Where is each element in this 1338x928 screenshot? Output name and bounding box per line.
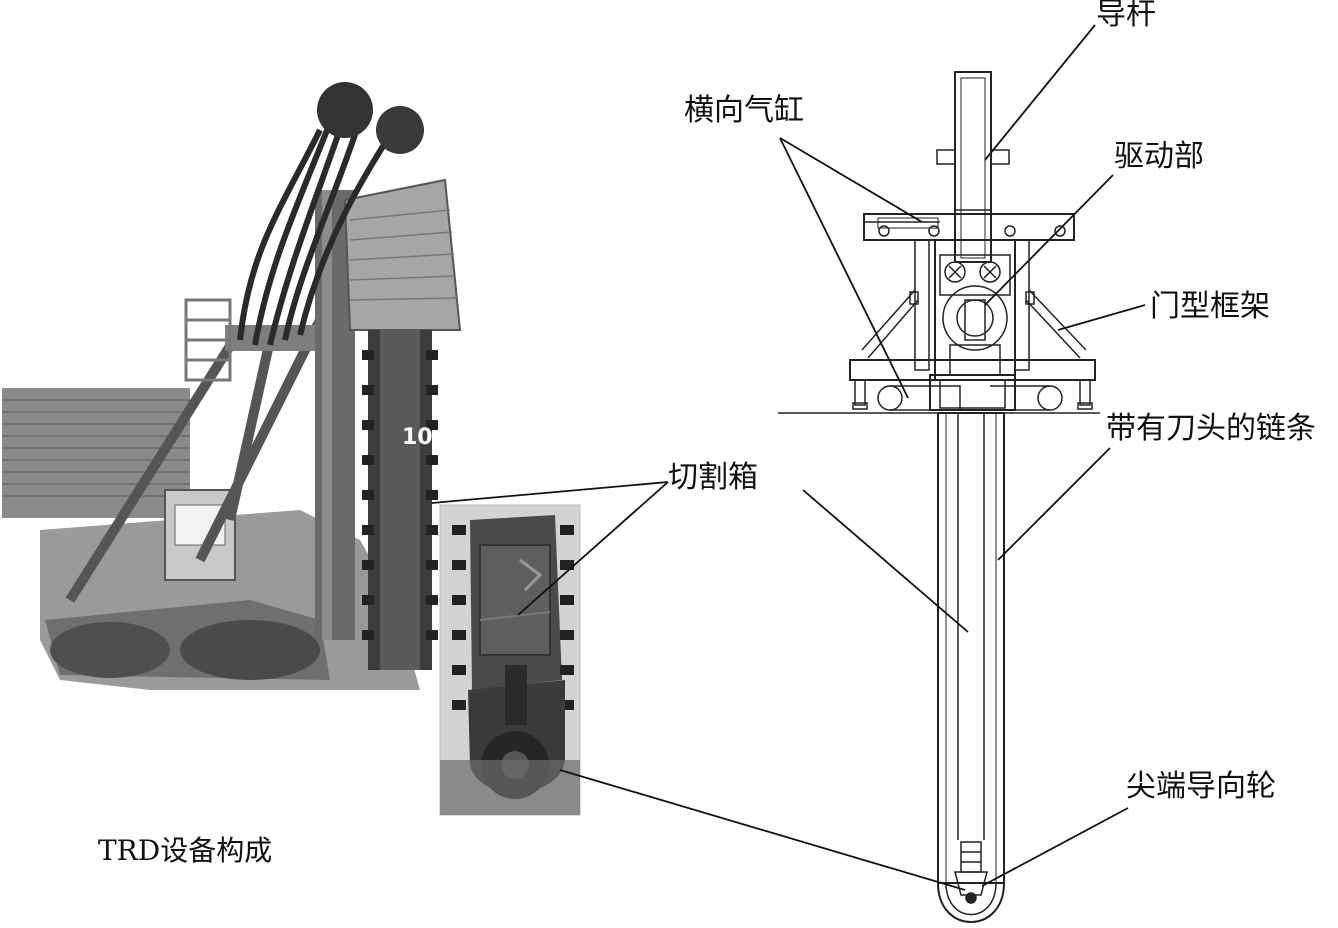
leader-tip-wheel-photo xyxy=(559,769,966,891)
label-portal-frame: 门型框架 xyxy=(1150,289,1270,324)
leader-lateral-cylinder-a xyxy=(779,137,923,223)
leader-tip-wheel xyxy=(981,807,1129,887)
guide-rod-shape xyxy=(954,71,992,263)
label-guide-rod: 导杆 xyxy=(1096,0,1156,32)
leader-lateral-cylinder-b xyxy=(779,137,909,399)
leader-drive-unit xyxy=(984,174,1114,306)
cutting-box-photo xyxy=(439,504,581,816)
leader-chain xyxy=(997,447,1111,561)
leader-cutting-box-photo1 xyxy=(431,481,669,504)
label-chain-with-cutters: 带有刀头的链条 xyxy=(1106,411,1316,446)
trd-engineering-drawing xyxy=(778,71,1100,923)
leader-guide-rod xyxy=(984,24,1096,161)
cutter-post-shape xyxy=(937,412,1005,884)
label-drive-unit: 驱动部 xyxy=(1114,139,1204,174)
label-lateral-cylinder: 横向气缸 xyxy=(684,93,804,128)
figure-caption: TRD设备构成 xyxy=(98,834,273,867)
leader-lines xyxy=(431,24,1146,891)
leader-cutting-box-drawing xyxy=(802,489,969,633)
label-tip-guide-wheel: 尖端导向轮 xyxy=(1126,769,1276,804)
leader-cutting-box-photo2 xyxy=(517,481,669,616)
label-cutting-box: 切割箱 xyxy=(668,460,758,495)
trd-machine-photo: 10 xyxy=(2,82,462,690)
leader-portal-frame xyxy=(1057,304,1146,331)
post-number-text: 10 xyxy=(402,425,433,450)
